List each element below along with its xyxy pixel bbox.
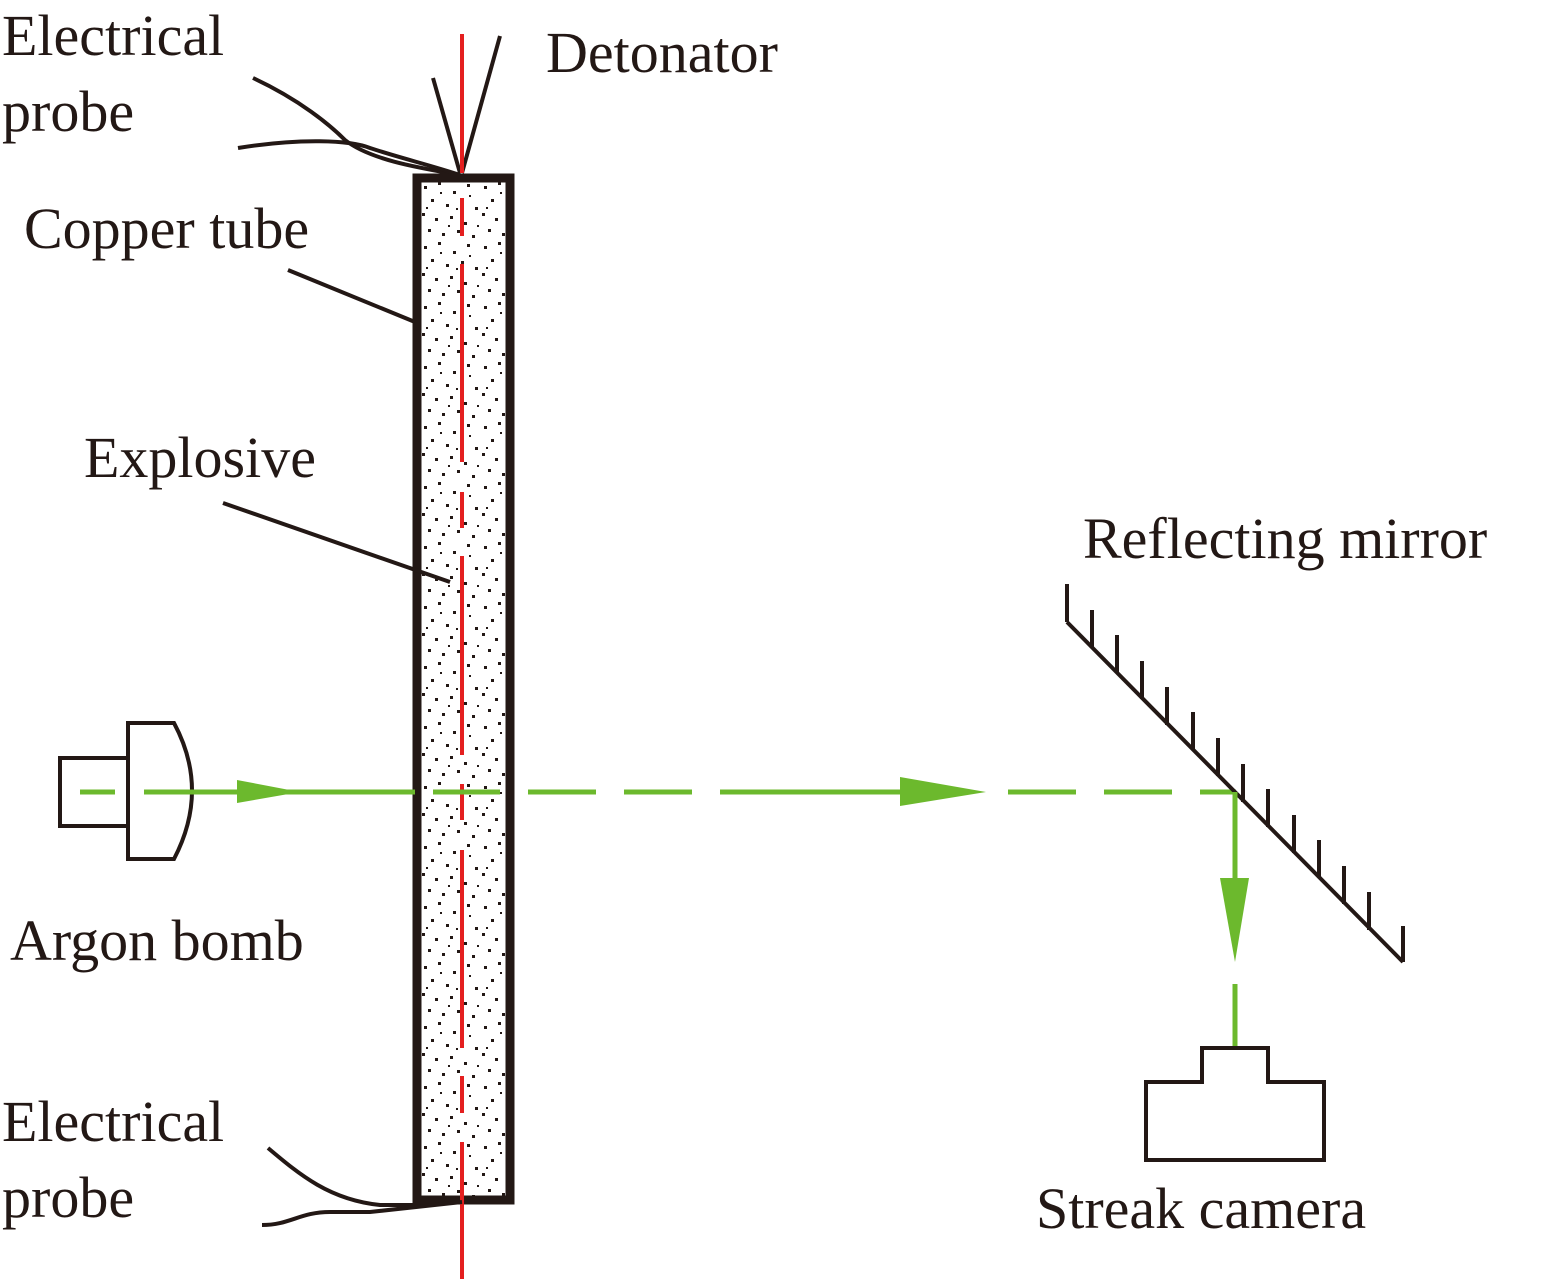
label-explosive: Explosive bbox=[84, 425, 316, 490]
light-beam-vertical bbox=[1220, 792, 1249, 1048]
label-copper-tube: Copper tube bbox=[24, 196, 309, 261]
leader-copper-tube bbox=[287, 268, 416, 324]
label-electrical-probe-top-line1: Electrical bbox=[2, 3, 224, 68]
streak-camera-icon bbox=[1144, 1046, 1326, 1162]
label-electrical-probe-bottom-line2: probe bbox=[2, 1165, 134, 1230]
label-reflecting-mirror: Reflecting mirror bbox=[1083, 506, 1487, 571]
label-argon-bomb: Argon bomb bbox=[10, 908, 304, 973]
label-streak-camera: Streak camera bbox=[1036, 1176, 1366, 1241]
label-electrical-probe-bottom-line1: Electrical bbox=[2, 1089, 224, 1154]
beam-arrow-3 bbox=[1220, 878, 1249, 962]
detonator-icon bbox=[431, 35, 502, 174]
electrical-probe-top bbox=[237, 76, 461, 177]
beam-arrow-2 bbox=[900, 777, 986, 806]
light-beam-horizontal bbox=[80, 777, 1236, 806]
leader-explosive bbox=[222, 501, 451, 584]
label-detonator: Detonator bbox=[546, 20, 778, 85]
beam-arrow-1 bbox=[237, 780, 300, 803]
electrical-probe-bottom bbox=[261, 1146, 463, 1227]
label-electrical-probe-top-line2: probe bbox=[2, 79, 134, 144]
argon-bomb-icon bbox=[58, 721, 194, 861]
